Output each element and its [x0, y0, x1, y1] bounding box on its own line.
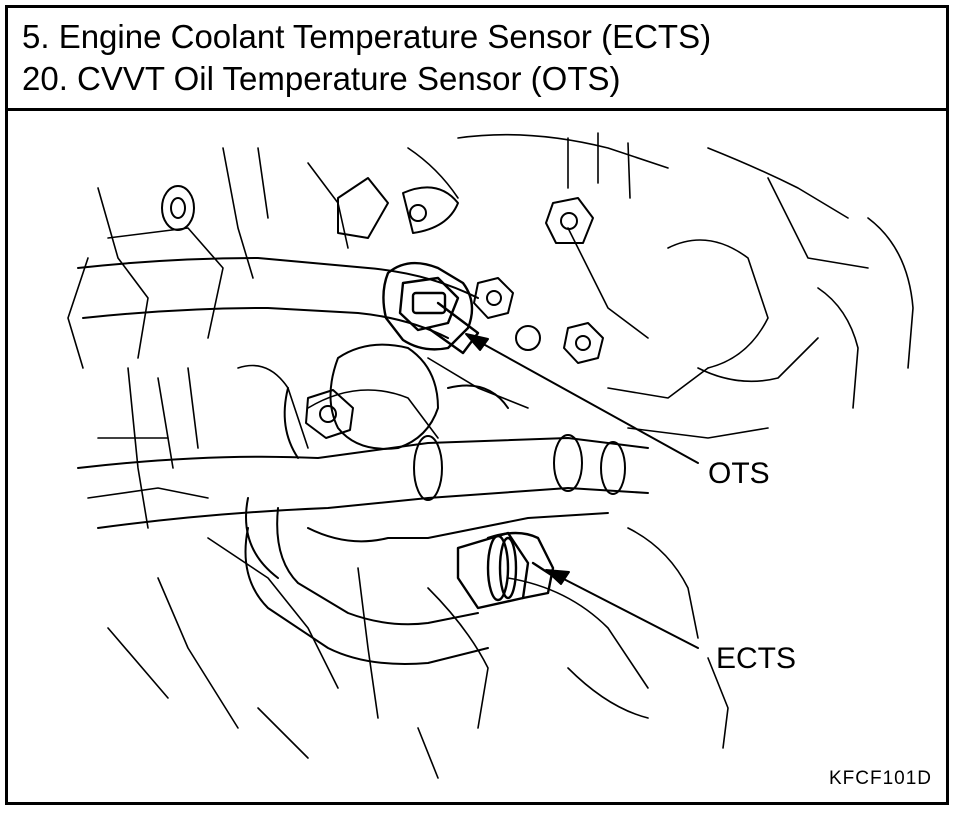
lower-u-pipe: [244, 507, 489, 665]
lower-pipes: [77, 343, 649, 579]
engine-block-lines: [67, 132, 914, 779]
bolts: [305, 177, 604, 439]
leader-lines: [465, 333, 699, 649]
caption-box: 5. Engine Coolant Temperature Sensor (EC…: [8, 8, 946, 111]
ots-sensor: [382, 261, 480, 355]
callout-ects: ECTS: [716, 642, 797, 675]
caption-line-ots: 20. CVVT Oil Temperature Sensor (OTS): [22, 60, 621, 97]
engine-illustration: OTS ECTS: [8, 108, 946, 802]
callout-ots: OTS: [708, 457, 770, 490]
figure-code: KFCF101D: [828, 768, 932, 789]
ects-sensor: [456, 531, 558, 610]
upper-hose: [77, 185, 479, 339]
caption-line-ects: 5. Engine Coolant Temperature Sensor (EC…: [22, 18, 712, 55]
diagram-frame: 5. Engine Coolant Temperature Sensor (EC…: [5, 5, 949, 805]
